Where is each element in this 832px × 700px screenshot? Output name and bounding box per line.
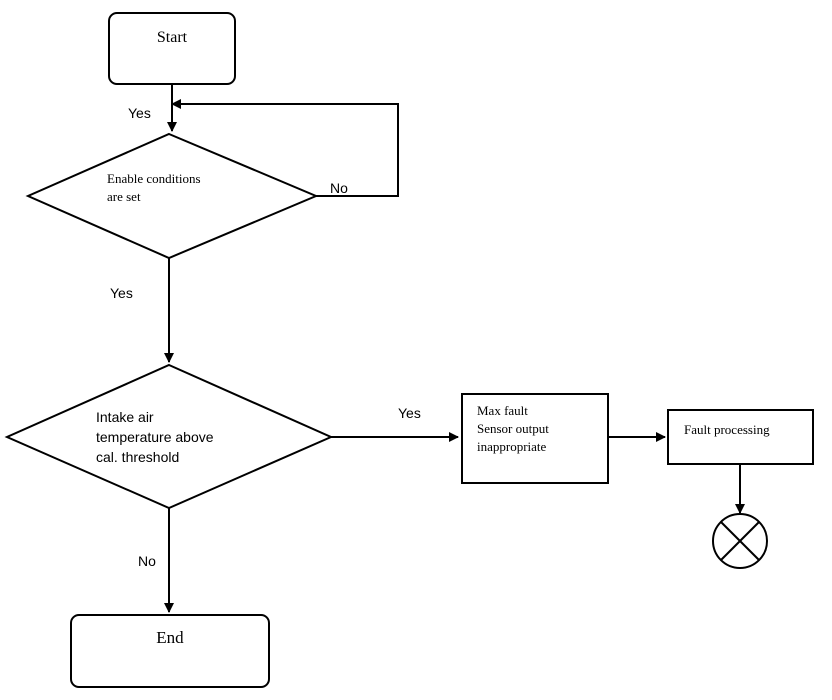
max-fault-line1: Max fault — [477, 403, 528, 418]
intake-air-line1: Intake air — [96, 409, 154, 425]
enable-conditions-line1: Enable conditions — [107, 171, 201, 186]
edge-label-enable-no: No — [330, 180, 348, 196]
start-label: Start — [157, 29, 188, 46]
fault-processing-node: Fault processing — [667, 409, 814, 465]
start-node: Start — [108, 12, 236, 85]
fault-processing-label: Fault processing — [684, 422, 770, 437]
edge-label-intake-no: No — [138, 553, 156, 569]
max-fault-line3: inappropriate — [477, 439, 547, 454]
edge-enable-no-loop — [171, 99, 399, 197]
edge-label-start-yes: Yes — [128, 105, 151, 121]
edge-label-enable-yes: Yes — [110, 285, 133, 301]
terminator-x-icon — [712, 513, 768, 569]
edge-label-intake-yes: Yes — [398, 405, 421, 421]
intake-air-line2: temperature above — [96, 429, 214, 445]
intake-air-line3: cal. threshold — [96, 449, 179, 465]
end-node: End — [70, 614, 270, 688]
intake-air-decision: Intake air temperature above cal. thresh… — [4, 363, 334, 510]
enable-conditions-decision: Enable conditions are set — [25, 132, 319, 260]
end-label: End — [156, 628, 184, 647]
enable-conditions-line2: are set — [107, 189, 141, 204]
max-fault-node: Max fault Sensor output inappropriate — [461, 393, 609, 484]
max-fault-line2: Sensor output — [477, 421, 549, 436]
